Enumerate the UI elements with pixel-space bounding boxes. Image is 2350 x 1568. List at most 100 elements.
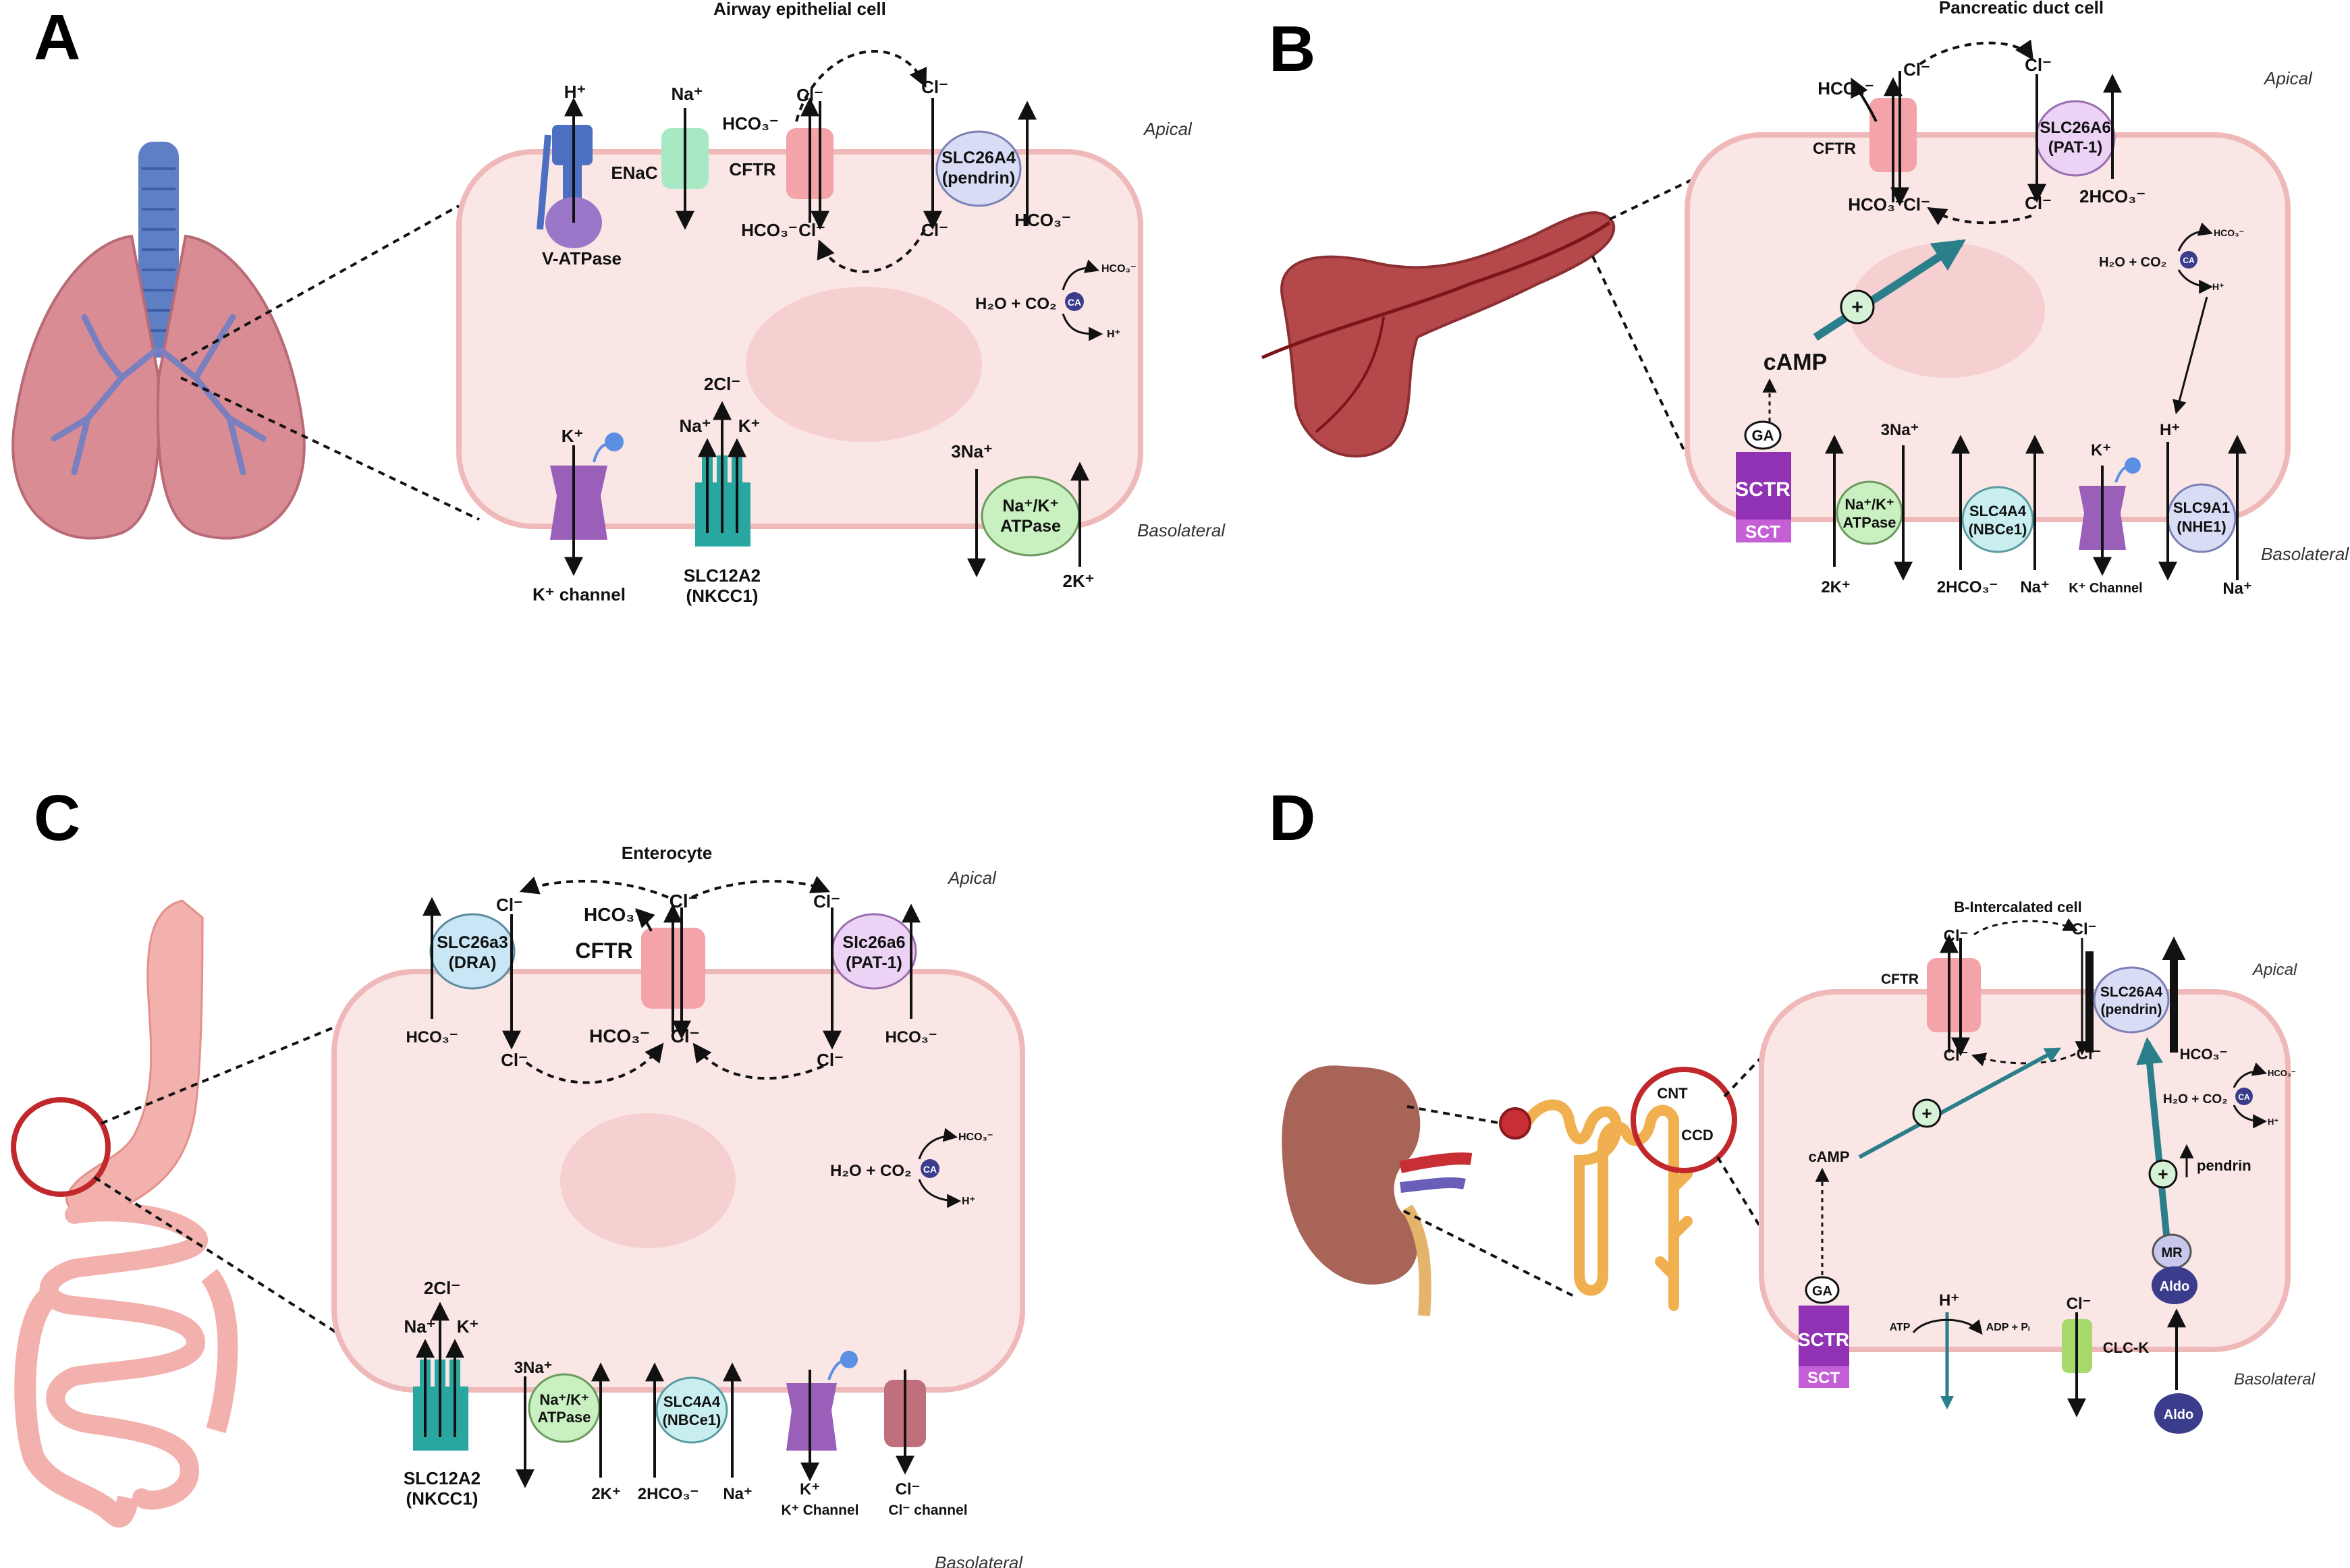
ca-c-enzyme — [921, 1159, 939, 1178]
cftr-a-cl-top: Cl⁻ — [796, 85, 823, 105]
pat1-c — [823, 903, 921, 1050]
atpase-b-line1: Na⁺/K⁺ — [1845, 496, 1894, 513]
nbce1-c-hco3: 2HCO₃⁻ — [638, 1485, 699, 1503]
pat1-c-cl-bottom: Cl⁻ — [817, 1050, 844, 1070]
intestine-highlight-circle — [11, 1097, 111, 1197]
nkcc1-c-2cl: 2Cl⁻ — [424, 1278, 460, 1298]
cftr-d-cl-bottom: Cl⁻ — [1944, 1046, 1969, 1065]
atpase-a — [967, 461, 1089, 578]
panel-b-basolateral: Basolateral — [2261, 544, 2349, 564]
cftr-c — [519, 876, 831, 1084]
nbce1-b-na: Na⁺ — [2020, 578, 2049, 596]
dra-c-cl-bottom: Cl⁻ — [501, 1050, 528, 1070]
cftr-c-cl-bottom: Cl⁻ — [671, 1026, 700, 1046]
intestine-illustration — [14, 899, 238, 1528]
clchannel-c-cl: Cl⁻ — [896, 1480, 921, 1499]
ca-d-reaction: H₂O + CO₂ — [2163, 1092, 2228, 1107]
sctr-d — [1799, 1306, 1849, 1366]
dra-c-line1: SLC26a3 — [437, 933, 508, 952]
pendrin-a — [923, 98, 1037, 230]
cftr-b-cl-top: Cl⁻ — [1903, 59, 1930, 80]
pendrin-up-label: pendrin — [2197, 1157, 2251, 1174]
cftr-a-label: CFTR — [729, 159, 776, 179]
cnt-label: CNT — [1657, 1085, 1688, 1102]
cftr-d-cl-top: Cl⁻ — [1944, 927, 1969, 945]
pat1-c-line2: (PAT-1) — [846, 953, 902, 972]
nbce1-b — [1951, 435, 2044, 570]
ca-a-hco3: HCO₃⁻ — [1101, 263, 1136, 275]
nkcc1-a-2cl: 2Cl⁻ — [704, 374, 740, 394]
sct-d — [1799, 1366, 1849, 1388]
pendrin-d-cl-top: Cl⁻ — [2072, 920, 2097, 939]
ca-b-enzyme — [2180, 251, 2197, 269]
aldo-free — [2154, 1393, 2203, 1434]
nbce1-c-line2: (NBCe1) — [663, 1411, 721, 1428]
sctr-d-label: SCTR — [1798, 1329, 1849, 1350]
panel-b: B Pancreatic duct cell Apical Basolatera… — [1261, 0, 2349, 598]
panel-a-title: Airway epithelial cell — [713, 0, 886, 19]
camp-b: cAMP — [1764, 349, 1827, 375]
mr-label: MR — [2161, 1245, 2183, 1260]
atpase-b-line2: ATPase — [1842, 514, 1896, 531]
ca-c-h: H⁺ — [962, 1196, 975, 1207]
cftr-c-hco3-bottom: HCO₃⁻ — [589, 1026, 650, 1046]
kchannel-a — [550, 432, 624, 576]
ca-b-h: H⁺ — [2212, 281, 2224, 292]
plus-d2-label: + — [2158, 1164, 2168, 1184]
ca-a-label: CA — [1068, 297, 1081, 308]
dra-c-line2: (DRA) — [449, 953, 497, 972]
nkcc1-c — [413, 1301, 468, 1451]
nhe1-b-na: Na⁺ — [2222, 580, 2251, 598]
adp-label: ADP + Pᵢ — [1986, 1322, 2030, 1333]
nbce1-b-hco3: 2HCO₃⁻ — [1937, 578, 1998, 596]
airway-nucleus — [746, 287, 982, 442]
pendrin-d-cl-bottom: Cl⁻ — [2077, 1045, 2102, 1063]
sct-b-label: SCT — [1745, 522, 1780, 542]
nhe1-b-h: H⁺ — [2160, 421, 2180, 439]
plus-d2 — [2148, 1159, 2178, 1189]
panel-d-apical: Apical — [2251, 961, 2297, 979]
nhe1-b-line1: SLC9A1 — [2173, 499, 2230, 516]
camp-activation-arrow-d — [1858, 1047, 2062, 1159]
atpase-b — [1825, 435, 1913, 581]
cnt-ccd-highlight-circle — [1631, 1067, 1737, 1173]
aldo-free-label: Aldo — [2164, 1407, 2193, 1422]
pendrin-d-line1: SLC26A4 — [2100, 984, 2163, 1000]
panel-c-letter: C — [34, 782, 80, 854]
vatpase-h: H⁺ — [564, 82, 586, 102]
kchannel-a-k: K⁺ — [562, 426, 584, 446]
pancreas-illustration — [1261, 211, 1616, 458]
ca-d-hco3: HCO₃⁻ — [2268, 1068, 2296, 1078]
kchannel-c-k: K⁺ — [800, 1480, 820, 1499]
panel-b-title: Pancreatic duct cell — [1939, 0, 2104, 18]
ca-d-h: H⁺ — [2268, 1117, 2278, 1127]
atpase-c — [516, 1362, 610, 1488]
clchannel-c — [884, 1370, 926, 1475]
lungs-illustration — [11, 142, 306, 540]
aldo-bound — [2152, 1266, 2197, 1304]
pat1-b-cl-top: Cl⁻ — [2025, 55, 2052, 75]
ca-b-label: CA — [2183, 256, 2195, 265]
ca-b-hco3: HCO₃⁻ — [2214, 227, 2244, 238]
ga-d — [1805, 1276, 1840, 1304]
pat1-b-cl-bottom: Cl⁻ — [2025, 193, 2052, 213]
nkcc1-c-k: K⁺ — [457, 1316, 479, 1337]
enac-na: Na⁺ — [672, 84, 703, 104]
cftr-c-hco3-top: HCO₃⁻ — [584, 904, 645, 925]
panel-d-title: B-Intercalated cell — [1954, 899, 2082, 916]
nbce1-b-line2: (NBCe1) — [1969, 521, 2027, 538]
nhe1-b-line2: (NHE1) — [2177, 518, 2226, 535]
plus-d1 — [1912, 1098, 1942, 1128]
nkcc1-a-na: Na⁺ — [680, 416, 711, 436]
nbce1-b-line1: SLC4A4 — [1969, 503, 2027, 520]
pat1-c-hco3: HCO₃⁻ — [885, 1028, 937, 1046]
ca-a-reaction: H₂O + CO₂ — [975, 295, 1057, 313]
ca-b-reaction: H₂O + CO₂ — [2099, 255, 2167, 270]
pat1-b-line1: SLC26A6 — [2040, 119, 2110, 137]
cftr-c-cl-top: Cl⁻ — [670, 891, 699, 912]
sct-b — [1736, 520, 1791, 542]
pendrin-a-hco3: HCO₃⁻ — [1014, 210, 1071, 230]
pat1-b — [2027, 74, 2122, 203]
panel-c-basolateral: Basolateral — [935, 1552, 1023, 1568]
